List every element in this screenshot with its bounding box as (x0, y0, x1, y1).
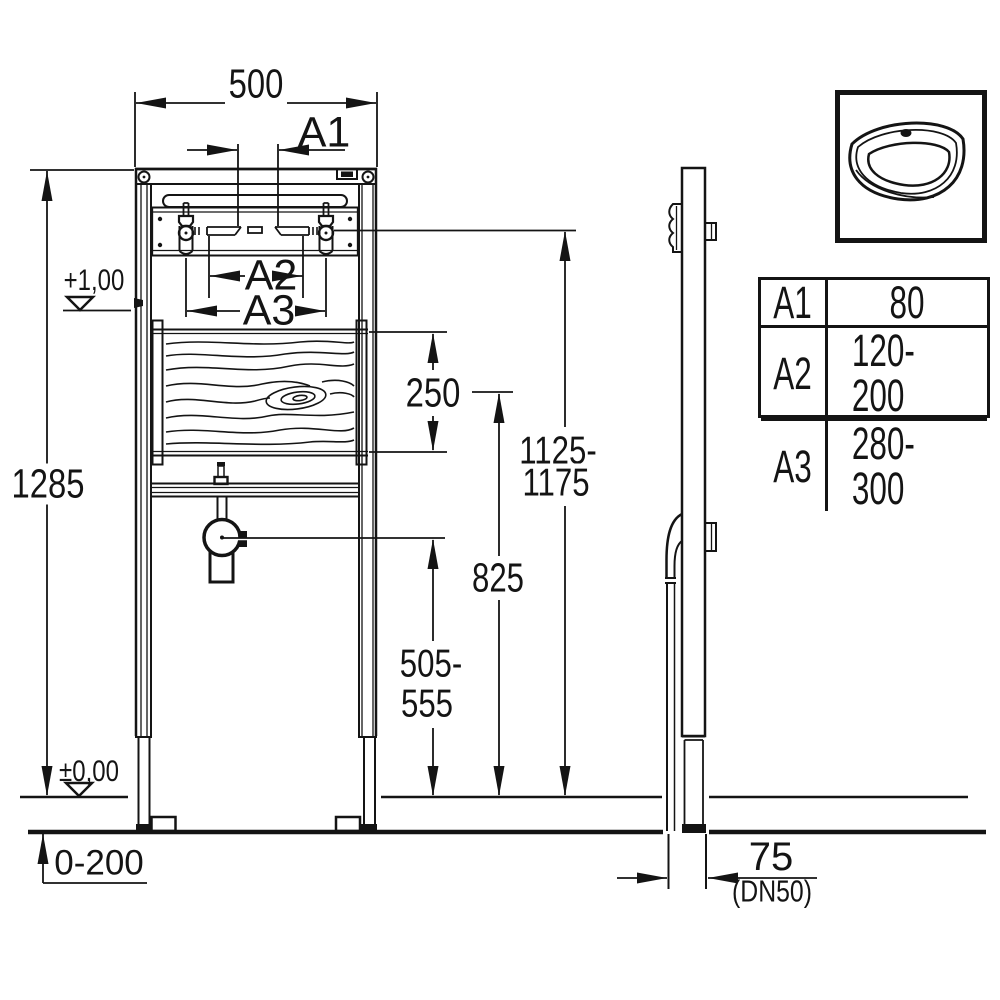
washbasin-icon (835, 90, 987, 243)
front-view-frame (134, 167, 378, 833)
dim-drain-offset-label: 75 (748, 835, 794, 879)
spec-table-value-a3: 280-300 (851, 418, 915, 514)
dim-height (30, 169, 134, 796)
floor-lines (20, 795, 986, 835)
datum-upper-symbol (63, 295, 143, 312)
dim-lower-range-line2: 555 (399, 682, 455, 726)
dim-drain-offset (617, 872, 817, 884)
spec-table-param-a2: A2 (761, 328, 828, 421)
drain-trap (202, 497, 248, 584)
dim-upper-range-line2: 1175 (520, 461, 592, 505)
side-rail (680, 166, 707, 738)
spec-table-param-a1: A1 (761, 280, 828, 328)
wood-grain (165, 340, 355, 446)
dim-upper-range (334, 229, 576, 796)
dim-floor-buildup (37, 834, 147, 884)
left-foot-plate (150, 815, 177, 833)
side-drain-pipe (665, 512, 707, 889)
dim-a2-label: A2 (244, 251, 298, 300)
spec-table-value-a1: 80 (828, 280, 987, 328)
left-basin-bolt (177, 202, 195, 255)
front-legs (135, 736, 377, 833)
dim-width (134, 92, 378, 167)
slot-plate (194, 226, 318, 236)
upper-tab (704, 222, 717, 241)
basin-traverse (151, 194, 359, 257)
dim-a1 (187, 144, 345, 226)
spec-table: A1 80 A2 120-200 A3 280-300 (758, 277, 990, 511)
datum-floor-label: ±0,00 (59, 755, 119, 788)
valve-stub (213, 462, 229, 486)
right-basin-bolt (317, 202, 335, 255)
dim-lower-range-line1: 505- (398, 642, 464, 686)
dim-a1-label: A1 (297, 108, 351, 157)
drain-note-label: (DN50) (732, 873, 812, 909)
mounting-panel (151, 319, 368, 466)
datum-floor-symbol (62, 781, 96, 798)
datum-upper-label: +1,00 (63, 264, 125, 297)
dim-a2 (208, 236, 304, 298)
dim-height-label: 1285 (9, 460, 87, 507)
dim-width-label: 500 (227, 60, 285, 107)
dim-a3-label: A3 (242, 286, 296, 335)
lower-cross-rail (152, 482, 358, 498)
dim-outlet-label: 825 (470, 554, 526, 601)
dim-floor-buildup-label: 0-200 (54, 843, 144, 883)
dimensions (30, 92, 817, 884)
right-foot-plate (334, 815, 362, 833)
dim-a3 (185, 258, 327, 317)
spec-table-value-a2: 120-200 (828, 328, 987, 421)
dim-panel (369, 331, 447, 453)
dim-panel-label: 250 (404, 369, 462, 416)
wall-anchor (668, 203, 682, 253)
lower-tab (704, 522, 717, 552)
top-connector (336, 168, 358, 180)
side-view-frame (665, 166, 717, 889)
dim-outlet (472, 391, 513, 796)
tap-hole (900, 129, 912, 137)
side-leg (682, 735, 706, 833)
spec-table-param-a3: A3 (761, 421, 828, 511)
dim-lower-range (223, 537, 445, 796)
meter-mark (134, 298, 143, 308)
